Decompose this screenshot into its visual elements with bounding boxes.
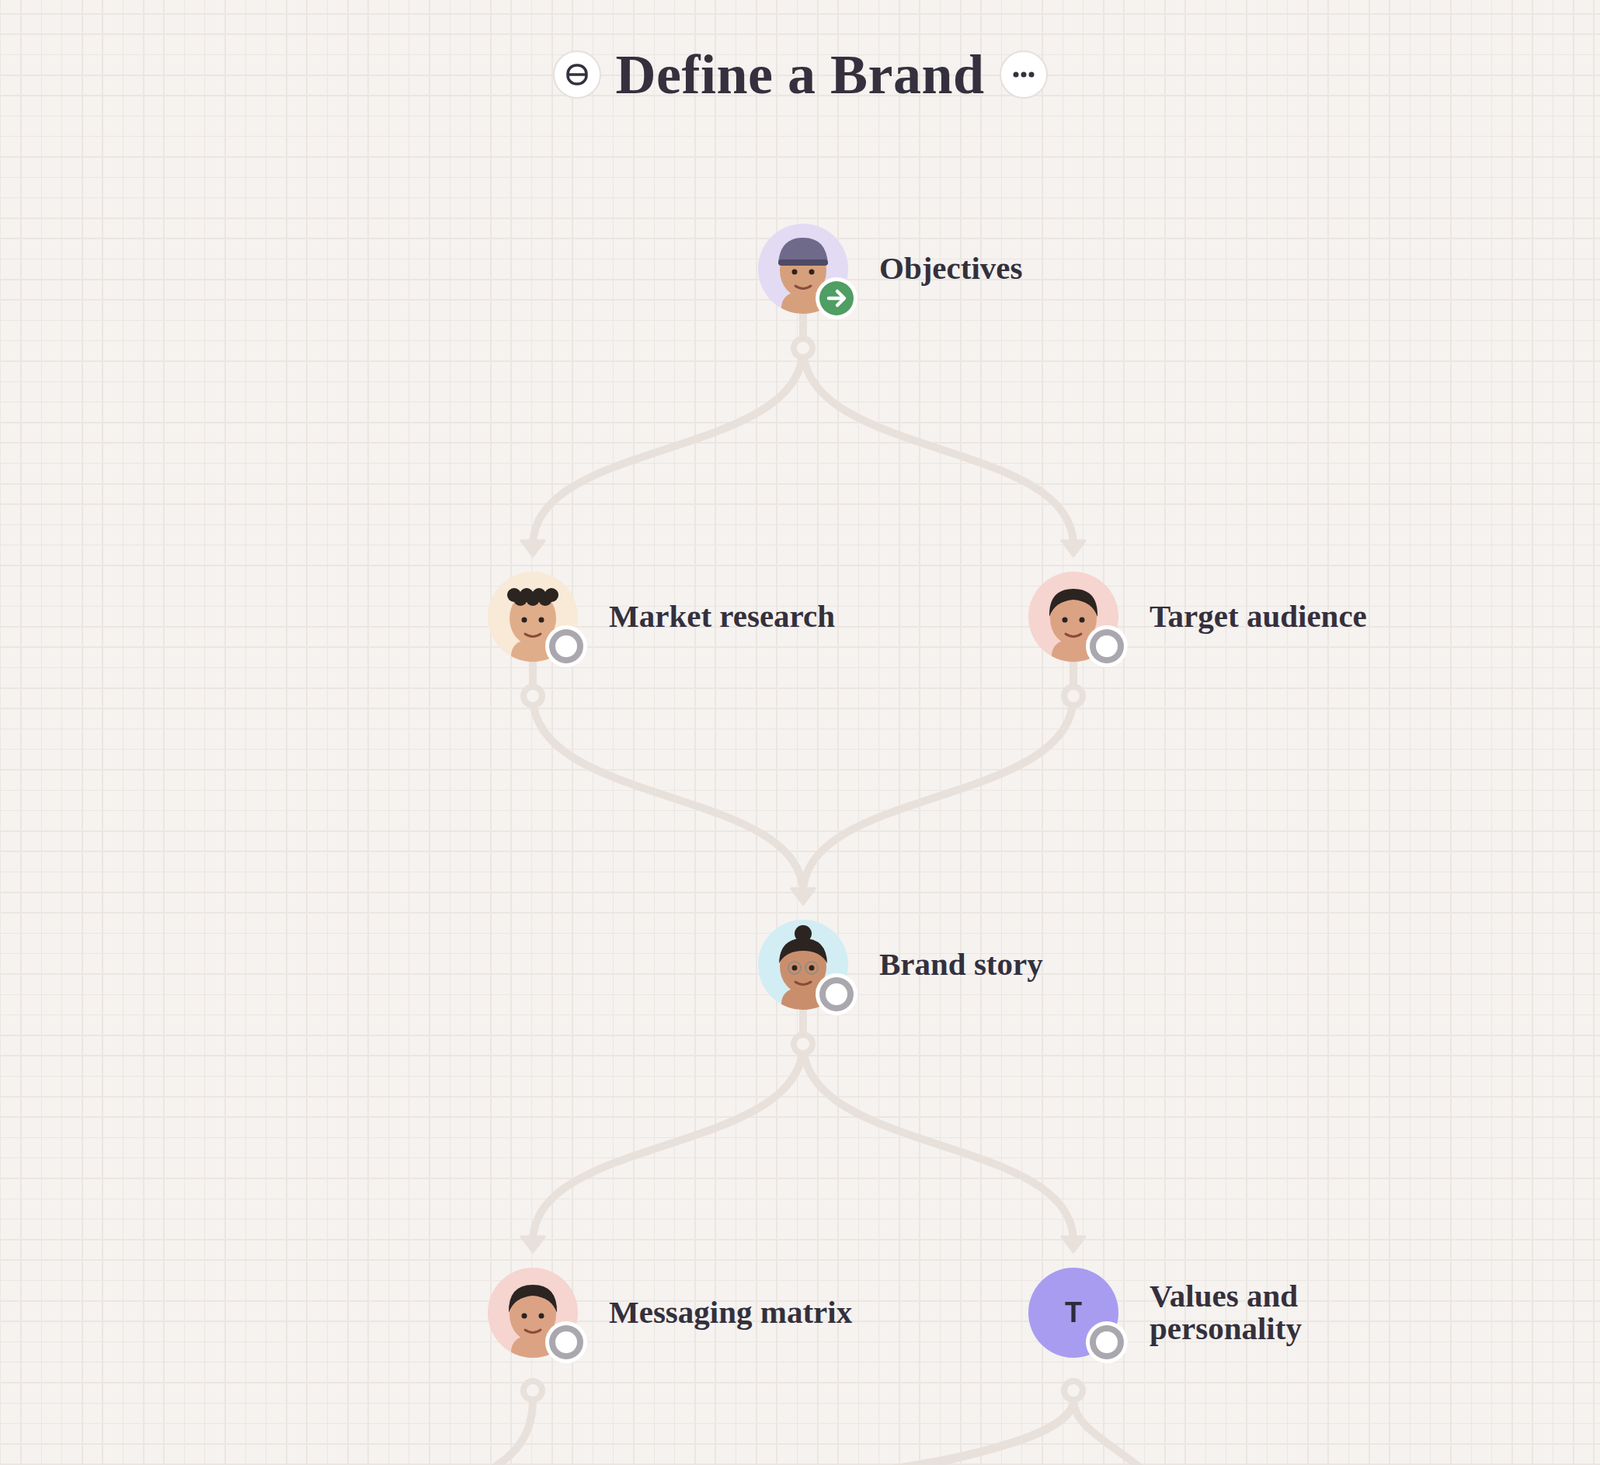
status-badge [1095, 635, 1118, 658]
flow-connector [521, 313, 804, 557]
avatar-initial: T [1028, 1267, 1119, 1358]
connector-dot [1064, 686, 1083, 706]
status-badge [555, 635, 578, 658]
status-badge [1085, 625, 1128, 668]
flow-connector [803, 313, 1086, 557]
avatar-illustration [1028, 1267, 1145, 1385]
connector-dot [523, 686, 543, 706]
connector-dot [1064, 1380, 1083, 1400]
avatar [1028, 571, 1119, 662]
status-badge [825, 983, 848, 1006]
task-node: Messaging matrix [487, 1267, 853, 1358]
database-icon [552, 49, 602, 100]
avatar-illustration [758, 223, 875, 341]
task-node: Target audience [1028, 571, 1367, 662]
connector-dot [793, 1034, 813, 1054]
avatar-illustration [758, 919, 875, 1037]
trailing-line [1073, 1399, 1150, 1465]
diagram-title: Define a Brand [615, 42, 985, 108]
connector-dot [523, 1380, 543, 1400]
trailing-line [481, 1399, 533, 1465]
arrow-glyph [828, 291, 845, 306]
avatar-illustration [487, 1267, 605, 1385]
task-node: Brand story [758, 919, 1044, 1010]
flow-connector [791, 661, 1074, 905]
avatar [487, 571, 578, 662]
avatar [758, 223, 849, 314]
title-bar: Define a Brand [0, 40, 1600, 109]
task-node: T Values and personality [1028, 1267, 1344, 1358]
status-badge [1085, 1321, 1128, 1364]
task-label: Brand story [879, 948, 1044, 981]
task-label: Target audience [1149, 600, 1367, 634]
status-badge [815, 973, 858, 1016]
status-badge [549, 1325, 584, 1360]
status-badge [549, 629, 584, 664]
status-badge [545, 625, 588, 668]
task-node: Market research [487, 571, 835, 662]
more-icon [998, 49, 1049, 100]
task-label: Messaging matrix [608, 1296, 853, 1329]
status-badge [819, 977, 854, 1012]
task-label: Objectives [879, 252, 1023, 286]
status-badge [1095, 1331, 1118, 1354]
trailing-line [838, 1399, 1074, 1465]
status-badge [815, 277, 858, 320]
task-node: Objectives [758, 223, 1023, 314]
flow-connector [521, 1009, 804, 1253]
flow-connector [803, 1009, 1086, 1253]
avatar-illustration [487, 571, 605, 689]
task-label: Market research [608, 600, 835, 634]
status-badge [555, 1331, 578, 1354]
task-label: Values and personality [1149, 1280, 1344, 1346]
avatar-illustration [1028, 571, 1145, 689]
avatar [758, 919, 849, 1010]
avatar: T [1028, 1267, 1119, 1358]
flow-connector [532, 661, 815, 905]
status-badge [819, 281, 854, 316]
avatar [487, 1267, 578, 1358]
trailing-line [916, 1399, 1074, 1465]
status-badge [1089, 1325, 1124, 1360]
connector-dot [793, 338, 813, 358]
status-badge [545, 1321, 588, 1364]
status-badge [1089, 629, 1124, 664]
